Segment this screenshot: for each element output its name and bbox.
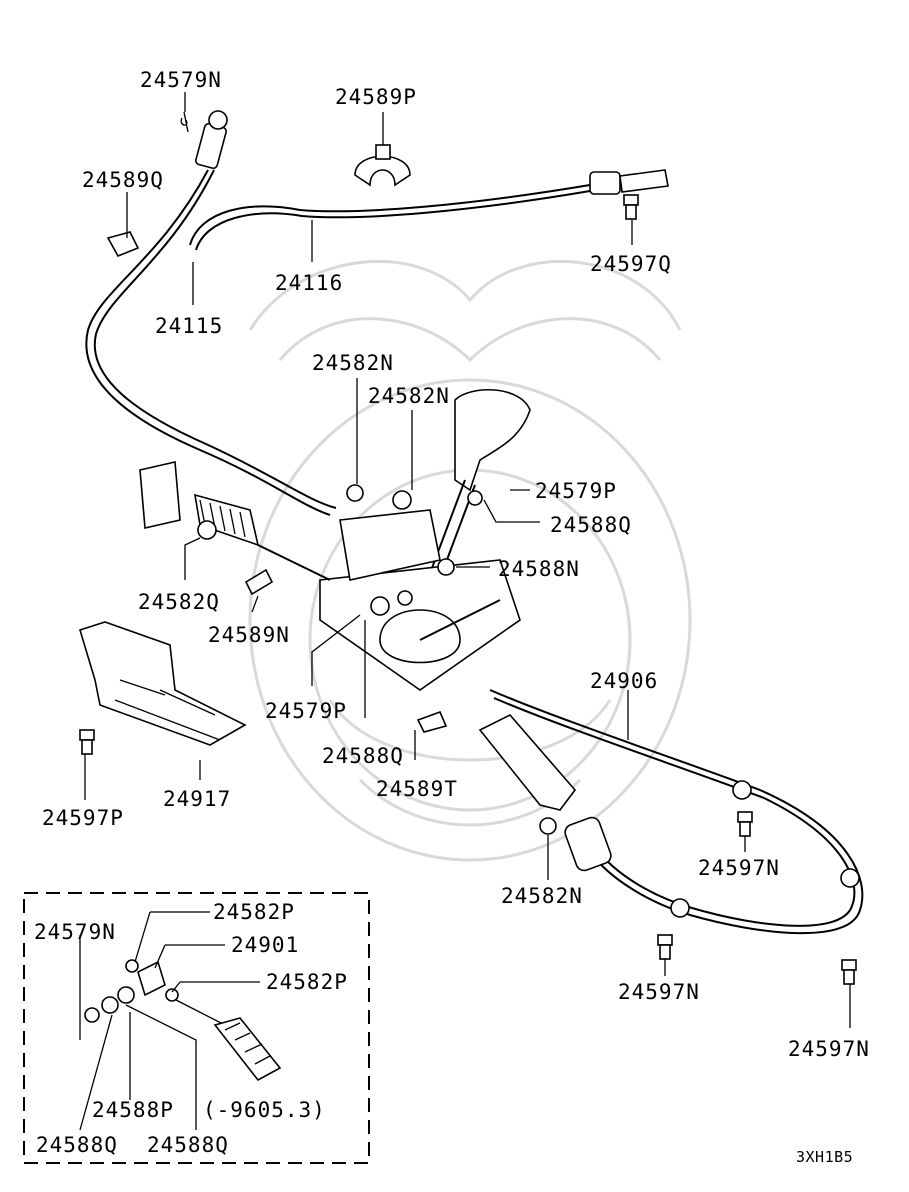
label-24597Q: 24597Q (590, 252, 672, 276)
inset-label-24582P-top: 24582P (213, 900, 295, 924)
bolts-24597N (657, 811, 857, 985)
label-24579P-right: 24579P (535, 479, 617, 503)
clip-24589Q (106, 231, 140, 258)
cable-24116 (189, 169, 669, 251)
label-24588Q-right: 24588Q (550, 513, 632, 537)
cable-24906 (478, 689, 864, 935)
leader-lines (84, 92, 851, 1028)
label-24582N-c: 24582N (501, 884, 583, 908)
label-24579N-top: 24579N (140, 68, 222, 92)
washer-24588Q-right (467, 490, 483, 506)
inset-box (23, 892, 370, 1164)
label-24588N: 24588N (498, 557, 580, 581)
label-24579P-left: 24579P (265, 699, 347, 723)
nut-24582N-c (539, 817, 557, 835)
label-24597N-a: 24597N (698, 856, 780, 880)
washer-24588N (437, 558, 455, 576)
label-24116: 24116 (275, 271, 343, 295)
pin-24579N-top (180, 111, 189, 133)
clamp-24589P (354, 144, 411, 187)
cover-24917 (79, 621, 247, 746)
inset-label-24588Q-b: 24588Q (147, 1133, 229, 1157)
label-24597N-b: 24597N (618, 980, 700, 1004)
diagram-code: 3XH1B5 (796, 1148, 853, 1166)
label-24582Q: 24582Q (138, 590, 220, 614)
bolt-24597Q (623, 194, 639, 220)
label-24906: 24906 (590, 669, 658, 693)
inset-label-24588Q-a: 24588Q (36, 1133, 118, 1157)
nut-24582N-b (392, 490, 412, 510)
label-24597N-c: 24597N (788, 1037, 870, 1061)
label-24589T: 24589T (376, 777, 458, 801)
shift-lever-assembly (319, 389, 531, 691)
clip-24589T (416, 710, 448, 733)
inset-label-24588P: 24588P (92, 1098, 174, 1122)
cable-24115 (85, 110, 337, 516)
label-24597P: 24597P (42, 806, 124, 830)
inset-note: (-9605.3) (203, 1098, 326, 1122)
label-24115: 24115 (155, 314, 223, 338)
label-24589P: 24589P (335, 85, 417, 109)
label-24588Q-mid: 24588Q (322, 744, 404, 768)
inset-label-24582P-mid: 24582P (266, 970, 348, 994)
label-24917: 24917 (163, 787, 231, 811)
nut-24582N-a (346, 484, 364, 502)
inset-label-24579N: 24579N (34, 920, 116, 944)
label-24582N-b: 24582N (368, 384, 450, 408)
inset-label-24901: 24901 (231, 933, 299, 957)
adjuster-boot (139, 461, 331, 581)
clip-24589N (244, 568, 274, 596)
label-24589Q: 24589Q (82, 168, 164, 192)
label-24582N-a: 24582N (312, 351, 394, 375)
bolt-24597P (79, 729, 95, 755)
part-labels: 24579N 24589P 24589Q 24116 24597Q 24115 … (34, 68, 870, 1166)
label-24589N: 24589N (208, 623, 290, 647)
